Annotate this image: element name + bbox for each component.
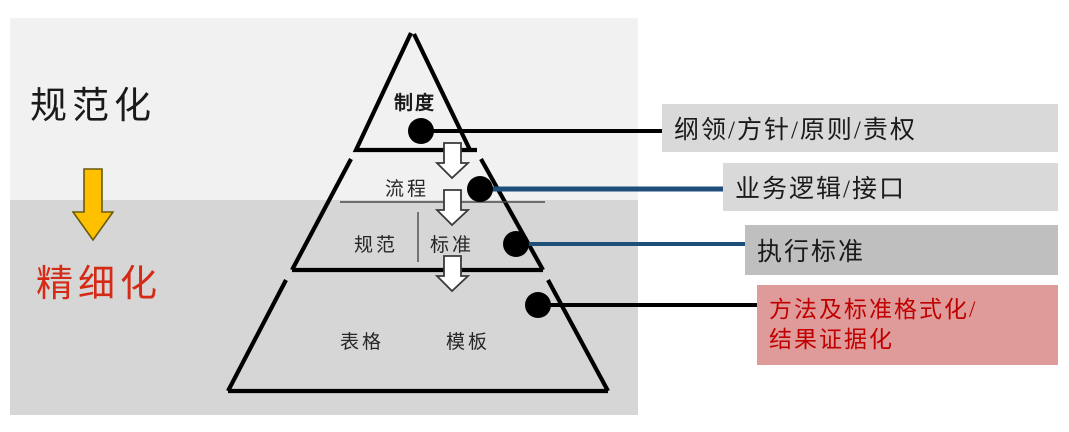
heading-standardization: 规范化 (30, 86, 156, 127)
connector-dot-icon (408, 118, 434, 144)
pyramid-tier-2 (290, 157, 545, 273)
flow-arrow-1-icon (434, 142, 471, 180)
connector-line-2 (467, 176, 723, 202)
callout-text: 执行标准 (757, 239, 866, 266)
pyramid-label-muban: 模板 (446, 332, 491, 353)
pyramid-label-guifan: 规范 (354, 235, 399, 256)
callout-text: 业务逻辑/接口 (735, 176, 906, 203)
pyramid-label-biaozhun: 标准 (430, 235, 475, 256)
connector-dot-icon (525, 292, 551, 318)
down-arrow-icon (71, 168, 115, 242)
flow-arrow-2-icon (434, 189, 471, 227)
callout-text: 方法及标准格式化/ 结果证据化 (769, 297, 978, 352)
callout-box-business-logic: 业务逻辑/接口 (723, 163, 1058, 211)
connector-line-1 (408, 118, 662, 144)
pyramid-label-liucheng: 流程 (385, 179, 430, 200)
flow-arrow-3-icon (434, 255, 471, 293)
background-panel-standardization (10, 18, 638, 200)
pyramid-label-zhidu: 制度 (394, 93, 437, 114)
callout-box-policy: 纲领/方针/原则/责权 (662, 104, 1058, 152)
callout-box-method-formalization: 方法及标准格式化/ 结果证据化 (757, 285, 1058, 365)
connector-dot-icon (467, 176, 493, 202)
pyramid-tier-3 (226, 279, 610, 394)
pyramid-label-biaoge: 表格 (340, 332, 385, 353)
heading-refinement: 精细化 (36, 264, 162, 305)
callout-box-execution-standard: 执行标准 (745, 225, 1058, 275)
connector-line-4 (525, 292, 757, 318)
connector-line-3 (503, 231, 745, 257)
callout-text: 纲领/方针/原则/责权 (674, 117, 917, 144)
connector-dot-icon (503, 231, 529, 257)
